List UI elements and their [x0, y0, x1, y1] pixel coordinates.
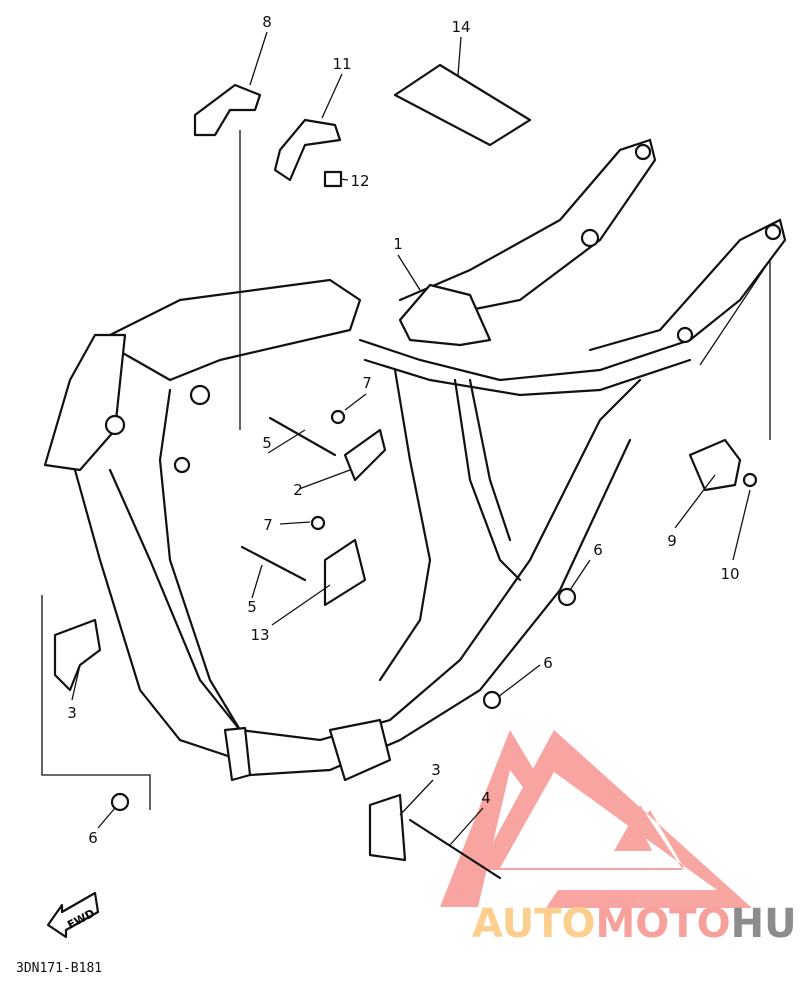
- callout-12: 12: [350, 172, 369, 190]
- callouts: 8 11 14 12 1 7 5 2 7 5 13 6 9 10 3 3 4 6…: [67, 13, 739, 847]
- callout-14: 14: [451, 18, 470, 36]
- part-9-block: [688, 438, 742, 492]
- callout-6: 6: [543, 654, 553, 672]
- callout-7: 7: [263, 516, 273, 534]
- callout-1: 1: [393, 235, 403, 253]
- part-10-bolt: [742, 472, 758, 488]
- frame-assembly: [43, 138, 787, 782]
- callout-10: 10: [720, 565, 739, 583]
- part-5-bolt-lower: [240, 545, 307, 582]
- callout-9: 9: [667, 532, 677, 550]
- callout-2: 2: [293, 481, 303, 499]
- part-8-bracket: [193, 83, 262, 137]
- automotohub-logo: [440, 730, 752, 908]
- part-11-bracket: [273, 118, 342, 182]
- part-3-bracket-right: [368, 793, 407, 862]
- part-6-nut: [482, 690, 502, 710]
- part-13-plate: [323, 538, 367, 607]
- watermark-text: AUTOMOTOHUB: [472, 901, 800, 947]
- callout-3: 3: [431, 761, 441, 779]
- callout-5: 5: [262, 434, 272, 452]
- forward-arrow-icon: FWD: [46, 891, 100, 939]
- part-3-bracket-left: [53, 618, 102, 692]
- leader-lines: [71, 31, 751, 846]
- part-6-nut: [110, 792, 130, 812]
- callout-6: 6: [88, 829, 98, 847]
- callout-6: 6: [593, 541, 603, 559]
- callout-13: 13: [250, 626, 269, 644]
- callout-7: 7: [362, 374, 372, 392]
- part-2-plate: [343, 428, 387, 482]
- part-14-pad: [393, 63, 532, 147]
- callout-5: 5: [247, 598, 257, 616]
- part-5-bolt-upper: [268, 416, 337, 457]
- part-4-bolt: [408, 818, 502, 880]
- part-7-bolt: [310, 515, 326, 531]
- diagram-code: 3DN171-B181: [16, 961, 102, 976]
- part-6-nut: [557, 587, 577, 607]
- callout-3: 3: [67, 704, 77, 722]
- callout-8: 8: [262, 13, 272, 31]
- callout-11: 11: [332, 55, 351, 73]
- callout-4: 4: [481, 789, 491, 807]
- part-12-bolt: [323, 170, 343, 188]
- part-7-bolt: [330, 409, 346, 425]
